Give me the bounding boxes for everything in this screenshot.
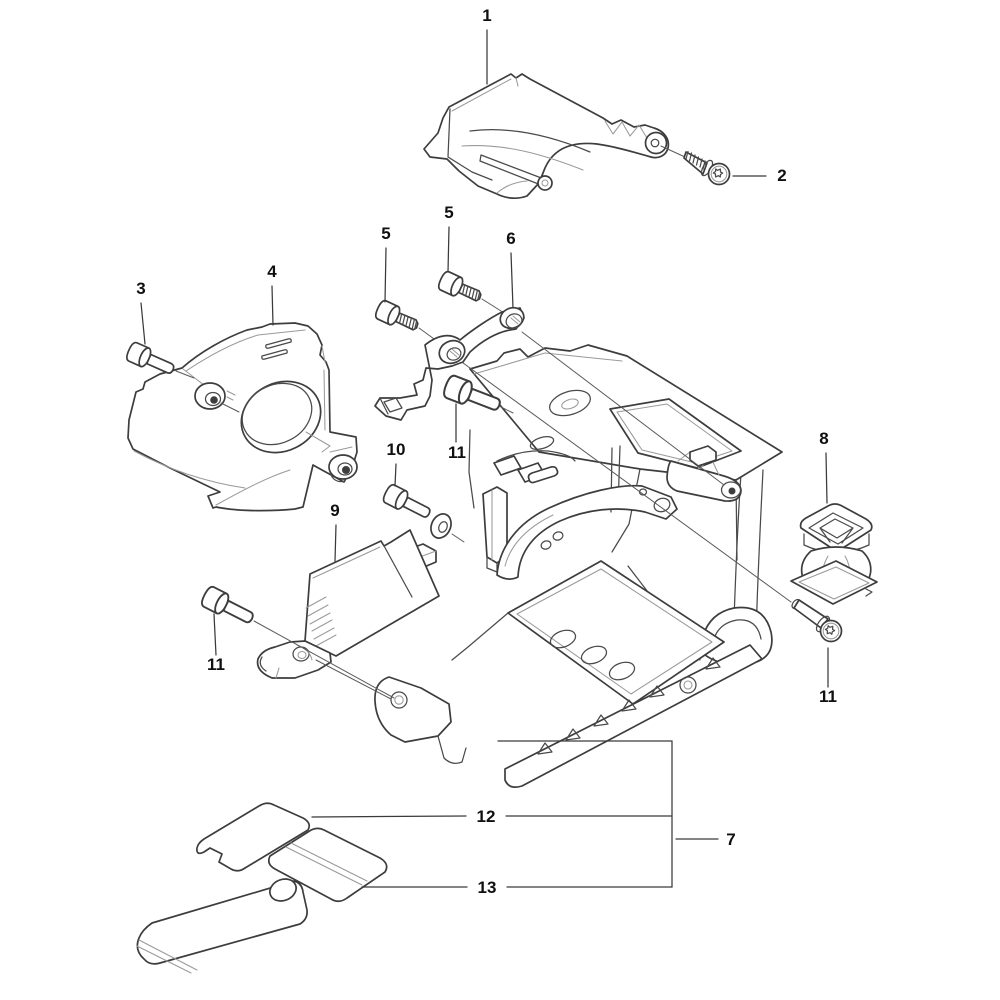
callout-10: 10 (387, 440, 406, 459)
engine-cradle-strap (496, 484, 678, 580)
leader-lines (140, 29, 829, 888)
callout-3: 3 (136, 279, 145, 298)
callout-12: 12 (477, 807, 496, 826)
callout-11-right: 11 (819, 687, 837, 706)
actuator-boss (666, 460, 742, 502)
callout-6: 6 (506, 229, 515, 248)
rubber-bushing-6 (499, 306, 525, 330)
left-foot (374, 676, 452, 743)
assembly-axis-screw10 (451, 533, 465, 543)
baffle-plate (256, 529, 440, 679)
callout-labels: 1 2 3 4 5 5 6 7 8 9 10 11 11 11 12 13 (136, 6, 837, 897)
crankcase-body (374, 344, 783, 788)
assembly-axis-baffle-foot (315, 659, 392, 700)
front-rail (504, 644, 763, 788)
support-bracket (374, 307, 525, 421)
assembly-axis-screw2 (660, 145, 686, 158)
group-bracket-7 (497, 740, 673, 888)
screw-5-left (372, 298, 423, 337)
screw-10 (380, 482, 435, 524)
assembly-axis-screw3 (175, 370, 195, 379)
callout-5-right: 5 (444, 203, 453, 222)
callout-4: 4 (267, 262, 277, 281)
callout-13: 13 (478, 878, 497, 897)
washer-10 (430, 513, 452, 539)
assembly-axis-screw5b (481, 298, 502, 312)
assembly-axis-bushing-to-boss (521, 331, 725, 486)
adhesive-pad-13 (136, 827, 388, 974)
callout-11-middle: 11 (448, 443, 466, 462)
assembly-axis-screw11-left (253, 620, 395, 699)
screw-11-left (198, 584, 258, 630)
screw-5-right (435, 269, 486, 308)
callout-11-left: 11 (207, 655, 225, 674)
assembly-axis-screw11-mid (500, 406, 514, 414)
callout-9: 9 (330, 501, 339, 520)
callout-1: 1 (482, 6, 491, 25)
assembly-axis-bracket-to-screw (458, 359, 792, 603)
side-shroud (127, 322, 358, 512)
screw-3 (123, 340, 178, 380)
callout-5-left: 5 (381, 224, 390, 243)
screw-11-right (791, 598, 843, 643)
callout-8: 8 (819, 429, 828, 448)
top-cover (423, 73, 670, 200)
adhesive-pad-12 (196, 802, 311, 872)
bottom-tray (507, 560, 725, 705)
screw-2 (683, 150, 731, 186)
intake-boot (790, 503, 878, 605)
callout-7: 7 (726, 830, 735, 849)
callout-2: 2 (777, 166, 786, 185)
